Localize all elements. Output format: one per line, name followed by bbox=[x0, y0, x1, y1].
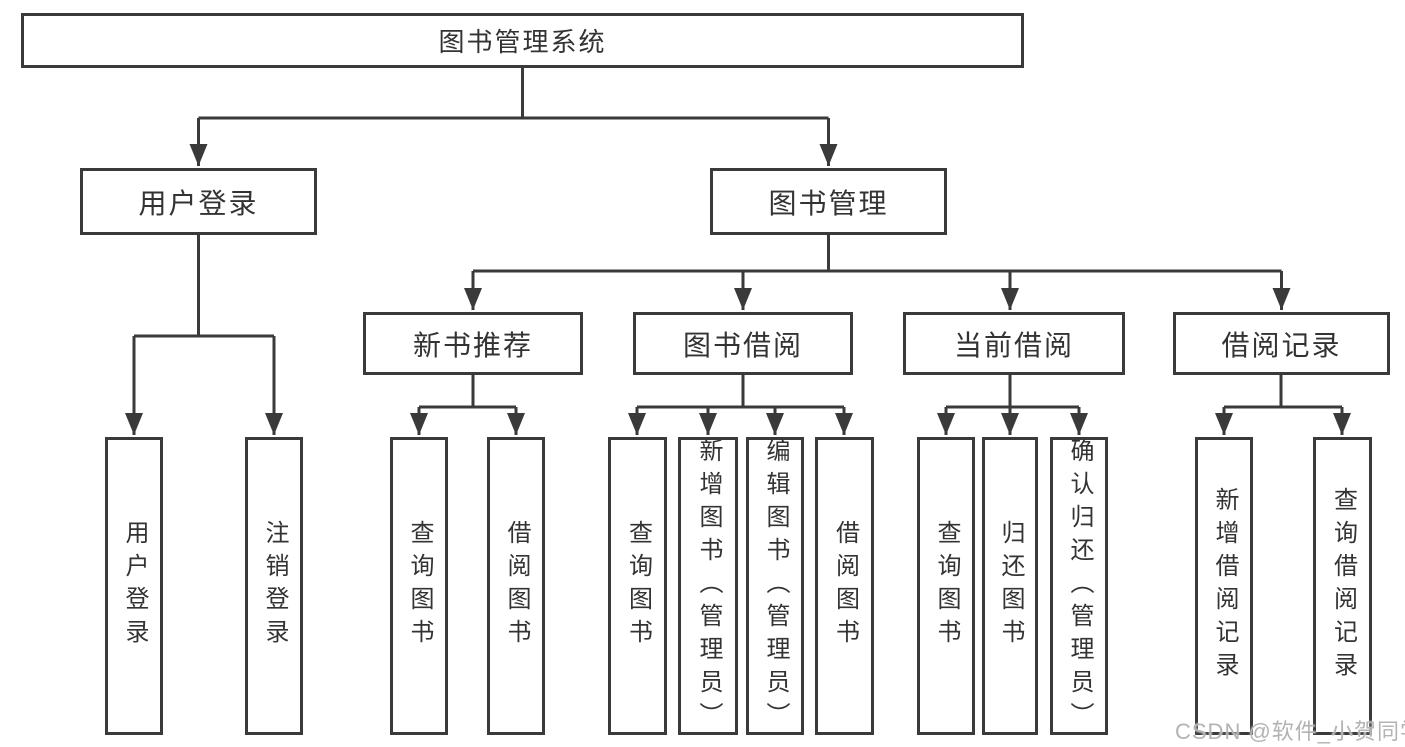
leaf-current-confirm-label: 确认归还（管理员） bbox=[1066, 437, 1093, 735]
leaf-current-query: 查询图书 bbox=[917, 437, 975, 735]
book-borrow-node-label: 图书借阅 bbox=[682, 329, 803, 361]
user-login-node: 用户登录 bbox=[80, 168, 317, 235]
leaf-bookborrow-edit-label: 编辑图书（管理员） bbox=[762, 437, 789, 735]
leaf-records-add: 新增借阅记录 bbox=[1195, 437, 1253, 735]
leaf-newbooks-query-label: 查询图书 bbox=[406, 520, 433, 652]
leaf-user-login-label: 用户登录 bbox=[121, 520, 148, 652]
leaf-bookborrow-add: 新增图书（管理员） bbox=[678, 437, 738, 735]
leaf-newbooks-borrow: 借阅图书 bbox=[487, 437, 545, 735]
root-node-label: 图书管理系统 bbox=[438, 27, 607, 57]
leaf-logout: 注销登录 bbox=[245, 437, 303, 735]
leaf-current-return-label: 归还图书 bbox=[997, 520, 1024, 652]
leaf-records-query: 查询借阅记录 bbox=[1313, 437, 1372, 735]
root-node: 图书管理系统 bbox=[21, 13, 1024, 68]
new-books-node-label: 新书推荐 bbox=[412, 329, 533, 361]
leaf-bookborrow-query-label: 查询图书 bbox=[624, 520, 652, 652]
leaf-newbooks-query: 查询图书 bbox=[390, 437, 448, 735]
leaf-bookborrow-query: 查询图书 bbox=[608, 437, 667, 735]
borrow-records-node-label: 借阅记录 bbox=[1221, 329, 1342, 361]
new-books-node: 新书推荐 bbox=[363, 312, 583, 375]
leaf-bookborrow-add-label: 新增图书（管理员） bbox=[695, 437, 722, 735]
leaf-records-add-label: 新增借阅记录 bbox=[1211, 487, 1238, 685]
book-borrow-node: 图书借阅 bbox=[633, 312, 853, 375]
watermark: CSDN @软件_小贺同学 bbox=[1175, 719, 1405, 744]
leaf-bookborrow-borrow-label: 借阅图书 bbox=[831, 520, 859, 652]
leaf-newbooks-borrow-label: 借阅图书 bbox=[503, 520, 530, 652]
book-mgmt-node-label: 图书管理 bbox=[768, 187, 889, 219]
leaf-current-confirm: 确认归还（管理员） bbox=[1050, 437, 1108, 735]
leaf-bookborrow-borrow: 借阅图书 bbox=[815, 437, 874, 735]
leaf-current-query-label: 查询图书 bbox=[933, 520, 960, 652]
leaf-records-query-label: 查询借阅记录 bbox=[1329, 487, 1357, 685]
user-login-node-label: 用户登录 bbox=[138, 187, 259, 219]
borrow-records-node: 借阅记录 bbox=[1173, 312, 1390, 375]
current-borrow-node: 当前借阅 bbox=[903, 312, 1125, 375]
leaf-bookborrow-edit: 编辑图书（管理员） bbox=[746, 437, 804, 735]
leaf-logout-label: 注销登录 bbox=[261, 520, 288, 652]
leaf-user-login: 用户登录 bbox=[105, 437, 163, 735]
book-mgmt-node: 图书管理 bbox=[710, 168, 947, 235]
current-borrow-node-label: 当前借阅 bbox=[953, 329, 1074, 361]
leaf-current-return: 归还图书 bbox=[982, 437, 1038, 735]
